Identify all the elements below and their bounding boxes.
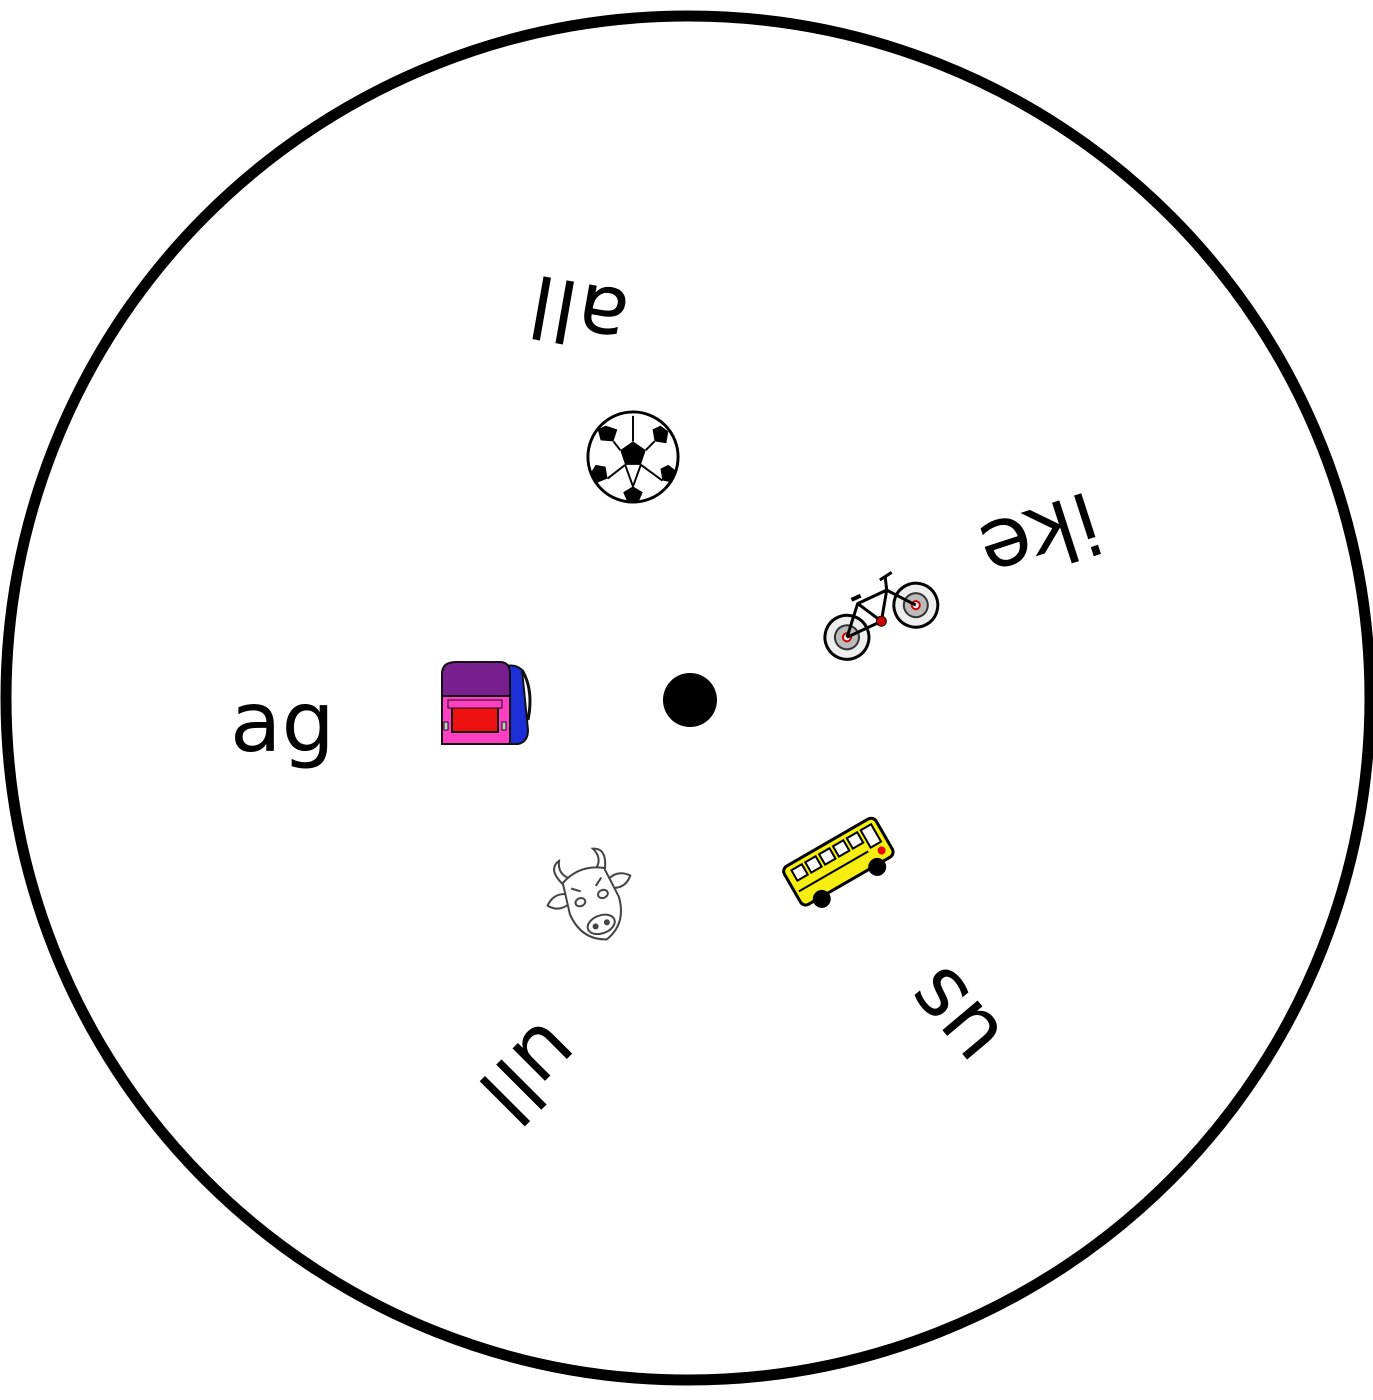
bull-icon xyxy=(540,846,644,952)
school-bus-icon xyxy=(776,800,900,926)
word-all: all xyxy=(523,262,634,362)
soccer-ball-icon xyxy=(582,408,684,506)
word-ag: ag xyxy=(230,680,335,764)
backpack-icon xyxy=(438,660,534,746)
bicycle-icon xyxy=(812,560,944,668)
center-pin xyxy=(663,673,717,727)
